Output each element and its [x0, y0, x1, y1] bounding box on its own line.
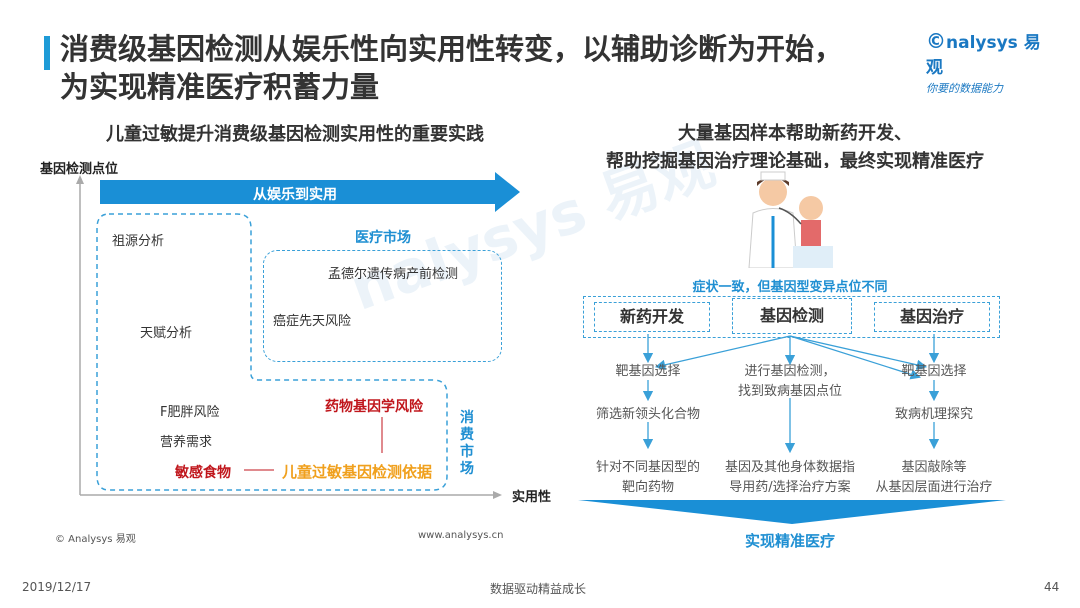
result-label: 实现精准医疗 — [744, 532, 835, 550]
item-allergen: 敏感食物 — [175, 465, 231, 481]
axes — [76, 175, 502, 499]
col1-step2: 筛选新领头化合物 — [595, 407, 700, 422]
page-number: 44 — [1044, 580, 1060, 594]
col3-step3: 基因敲除等 从基因层面进行治疗 — [864, 458, 1004, 498]
item-pharmaco: 药物基因学风险 — [325, 399, 423, 415]
flow-arrows — [642, 334, 940, 454]
title-line-1: 消费级基因检测从娱乐性向实用性转变，以辅助诊断为开始， — [60, 32, 844, 66]
footer-slogan: 数据驱动精益成长 — [490, 582, 587, 596]
footer-date: 2019/12/17 — [22, 580, 92, 594]
item-mendel: 孟德尔遗传病产前检测 — [328, 267, 459, 282]
col2-step1-line2: 找到致病基因点位 — [737, 384, 842, 399]
left-subtitle: 儿童过敏提升消费级基因检测实用性的重要实践 — [106, 124, 484, 145]
col3-step1: 靶基因选择 — [901, 364, 967, 379]
title-line-2: 为实现精准医疗积蓄力量 — [60, 70, 380, 104]
copyright: © Analysys 易观 — [55, 534, 136, 545]
col3-step2: 致病机理探究 — [894, 407, 973, 422]
col2-step2-line2: 导用药/选择治疗方案 — [729, 480, 851, 495]
doctor-child-illustration — [735, 168, 835, 268]
col1-step3: 针对不同基因型的 靶向药物 — [583, 458, 713, 498]
logo-slogan: 你要的数据能力 — [926, 82, 1003, 95]
right-subtitle-line-2: 帮助挖掘基因治疗理论基础，最终实现精准医疗 — [606, 151, 984, 172]
website-url: www.analysys.cn — [418, 530, 504, 541]
right-subtitle: 大量基因样本帮助新药开发、 帮助挖掘基因治疗理论基础，最终实现精准医疗 — [560, 120, 1030, 176]
item-nutrition: 营养需求 — [160, 435, 213, 450]
box-drug-dev: 新药开发 — [594, 302, 710, 332]
col1-step1: 靶基因选择 — [615, 364, 681, 379]
item-allergy-test: 儿童过敏基因检测依据 — [282, 463, 433, 481]
col1-step3-line2: 靶向药物 — [621, 480, 674, 495]
y-axis-label: 基因检测点位 — [40, 162, 119, 177]
medical-market-box — [263, 250, 502, 362]
item-talent: 天赋分析 — [140, 326, 193, 341]
symptom-label: 症状一致，但基因型变异点位不同 — [692, 280, 888, 295]
item-cancer: 癌症先天风险 — [273, 314, 352, 329]
title-accent-bar — [44, 36, 50, 70]
boxes-container — [583, 296, 1000, 338]
result-chevron — [578, 500, 1006, 524]
medical-market-label: 医疗市场 — [355, 230, 411, 246]
right-subtitle-line-1: 大量基因样本帮助新药开发、 — [678, 123, 912, 144]
col2-step2: 基因及其他身体数据指 导用药/选择治疗方案 — [715, 458, 865, 498]
col1-step3-line1: 针对不同基因型的 — [595, 460, 700, 475]
consumer-market-label: 消费市场 — [460, 410, 474, 477]
col2-step1-line1: 进行基因检测， — [744, 364, 836, 379]
page-title: 消费级基因检测从娱乐性向实用性转变，以辅助诊断为开始， 为实现精准医疗积蓄力量 — [60, 30, 920, 106]
big-arrow — [100, 172, 520, 212]
consumer-region — [96, 213, 448, 491]
arrow-label: 从娱乐到实用 — [253, 187, 337, 203]
logo-main-text: nalysys 易观 — [926, 33, 1041, 78]
item-obesity: F肥胖风险 — [160, 405, 220, 420]
box-gene-test: 基因检测 — [732, 298, 852, 334]
col3-step3-line1: 基因敲除等 — [901, 460, 967, 475]
analysys-logo: ©nalysys 易观 你要的数据能力 — [926, 28, 1056, 95]
box-gene-therapy: 基因治疗 — [874, 302, 990, 332]
connector-lines — [244, 417, 383, 471]
col2-step2-line1: 基因及其他身体数据指 — [724, 460, 855, 475]
col3-step3-line2: 从基因层面进行治疗 — [875, 480, 993, 495]
x-axis-label: 实用性 — [512, 490, 552, 505]
col2-step1: 进行基因检测， 找到致病基因点位 — [725, 362, 855, 402]
item-ancestry: 祖源分析 — [112, 234, 165, 249]
